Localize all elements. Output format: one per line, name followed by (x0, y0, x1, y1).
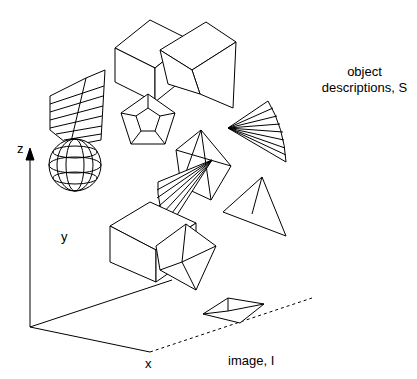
sphere-object (49, 139, 101, 191)
dodecahedron-object (121, 94, 175, 144)
wedge-object (160, 22, 236, 108)
axis-label: y (61, 229, 68, 245)
skewed-object (156, 224, 216, 290)
image-shape (203, 298, 264, 323)
triangle-object (223, 177, 286, 236)
caption-label: image, I (228, 353, 274, 369)
axis-label: z (17, 141, 24, 157)
cone-object (228, 101, 286, 162)
axis-label: x (145, 356, 152, 372)
hatched-object (50, 70, 105, 146)
caption-label: object descriptions, S (314, 64, 415, 96)
